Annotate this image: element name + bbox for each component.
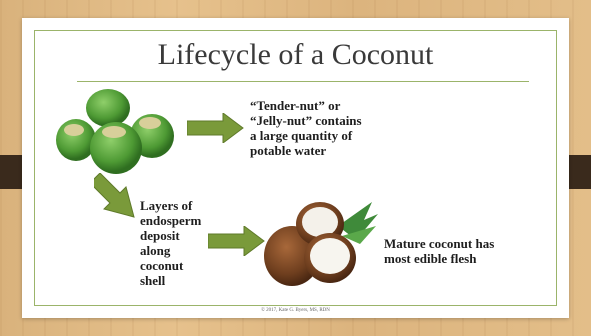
left-tab-decoration: [0, 155, 22, 189]
layers-line: shell: [140, 273, 220, 288]
tender-line: potable water: [250, 143, 410, 158]
tender-nut-text: “Tender-nut” or “Jelly-nut” contains a l…: [250, 98, 410, 158]
mature-line: most edible flesh: [384, 251, 534, 266]
mature-coconut-text: Mature coconut has most edible flesh: [384, 236, 534, 266]
tender-line: a large quantity of: [250, 128, 410, 143]
right-tab-decoration: [569, 155, 591, 189]
tender-line: “Jelly-nut” contains: [250, 113, 410, 128]
right-arrow-icon: [187, 113, 245, 143]
mature-coconut-image: [260, 196, 380, 291]
mature-line: Mature coconut has: [384, 236, 534, 251]
slide-title: Lifecycle of a Coconut: [22, 38, 569, 72]
right-arrow-icon: [208, 226, 266, 256]
layers-line: Layers of: [140, 198, 220, 213]
green-coconuts-image: [56, 88, 176, 178]
layers-line: coconut: [140, 258, 220, 273]
title-divider: [77, 81, 529, 82]
slide: Lifecycle of a Coconut “Tender-nut” or “…: [22, 18, 569, 318]
diagonal-arrow-icon: [94, 173, 144, 223]
copyright-footer: © 2017, Kate G. Byers, MS, RDN: [22, 308, 569, 313]
tender-line: “Tender-nut” or: [250, 98, 410, 113]
